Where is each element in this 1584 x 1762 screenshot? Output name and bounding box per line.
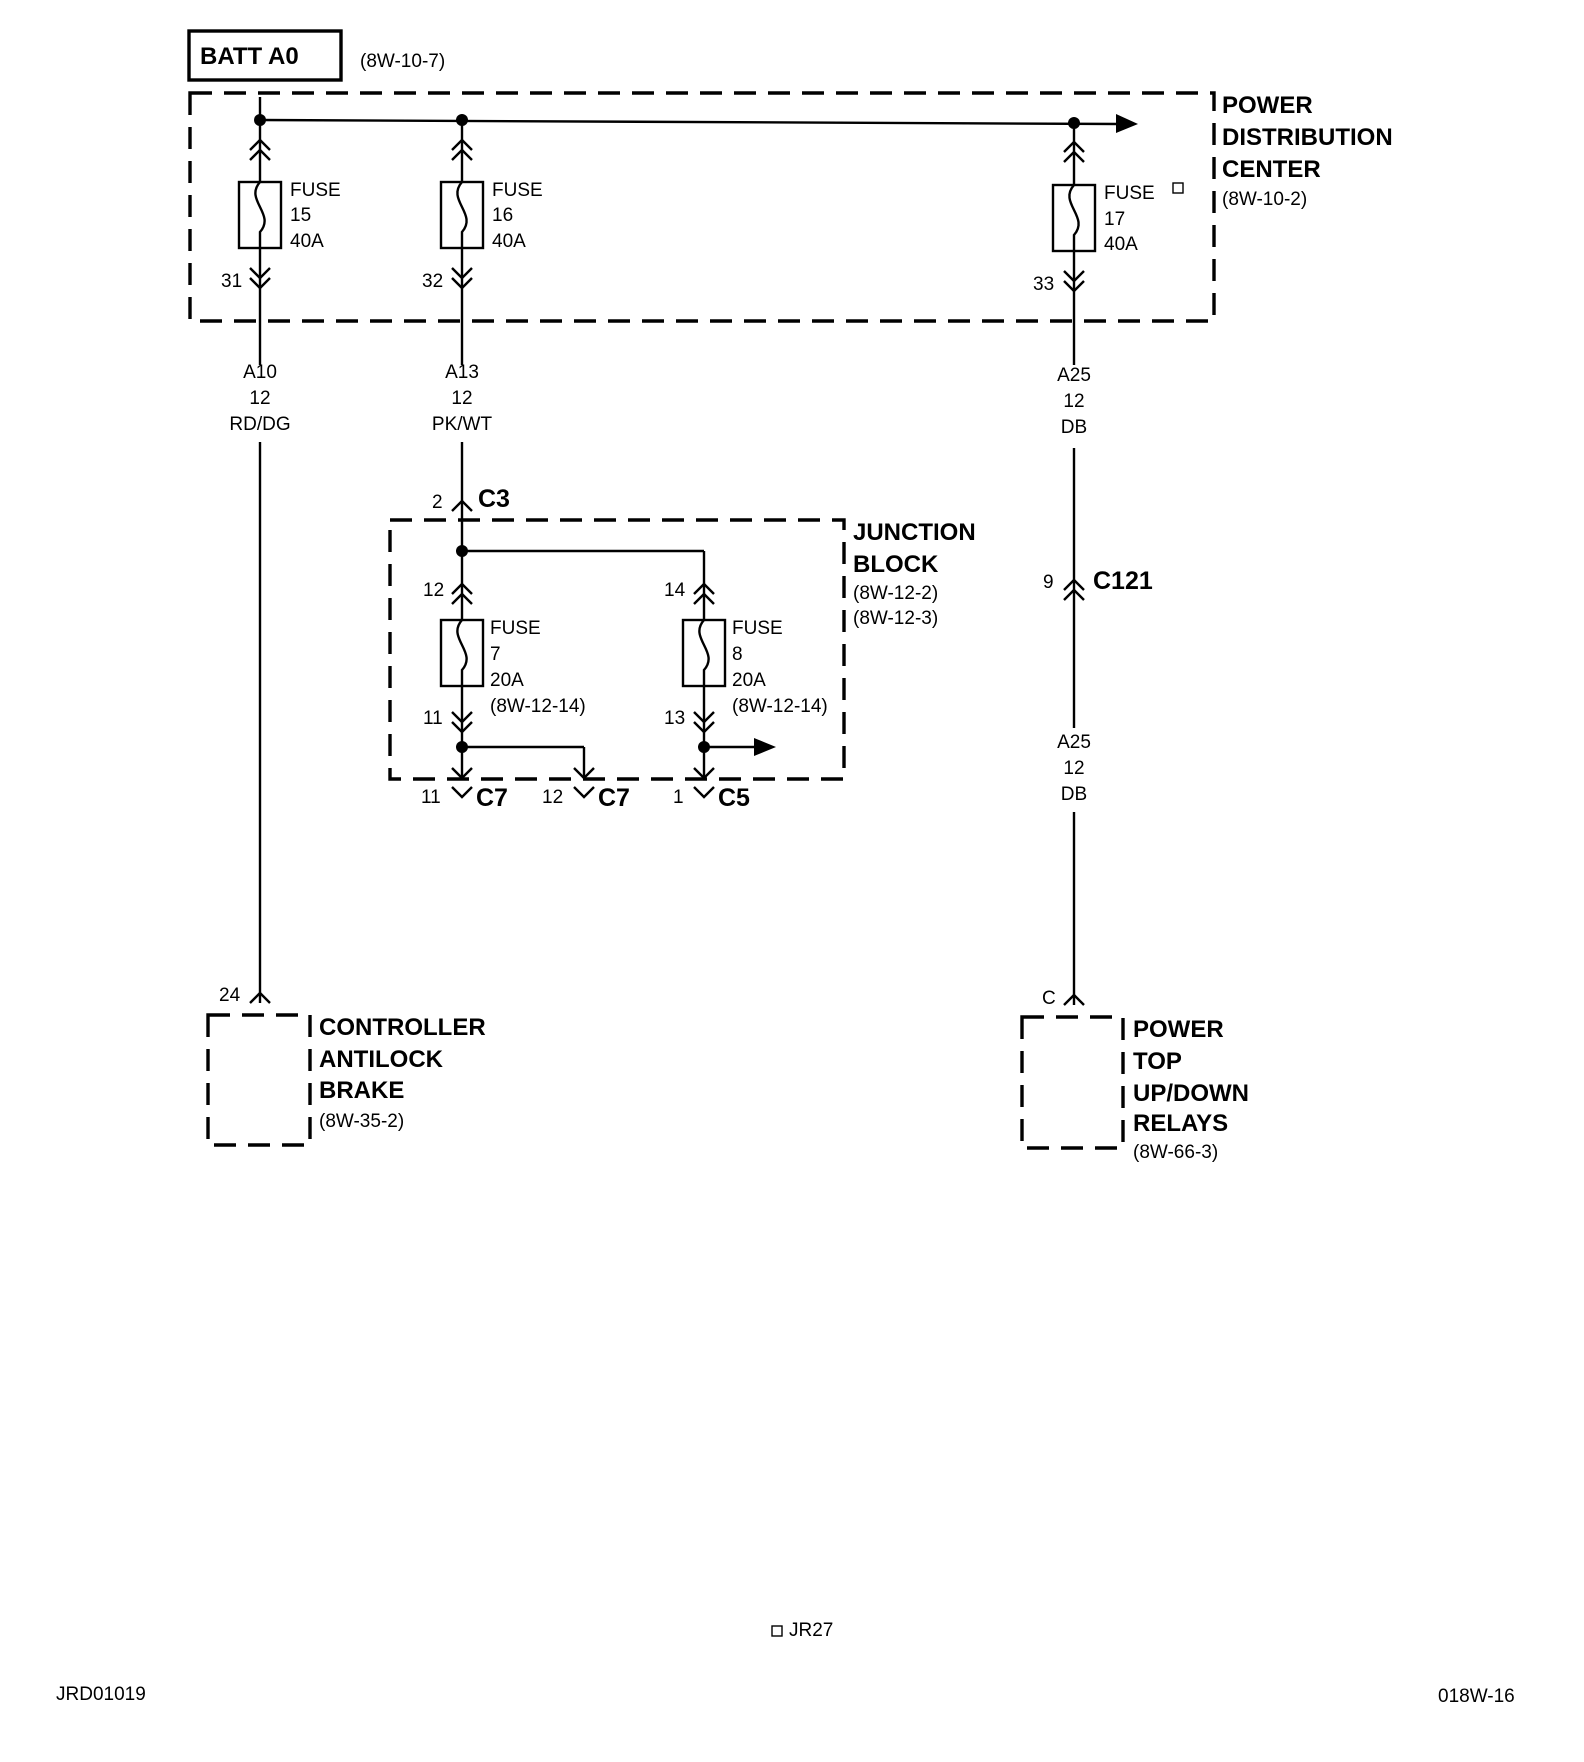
fuse-7-number: 7: [490, 644, 501, 665]
fuse-16: [439, 120, 485, 365]
fuse-7-rating: 20A: [490, 670, 524, 691]
fuse7-out-arrow: [451, 767, 473, 780]
wire-a25-upper-circuit: A25: [1057, 365, 1091, 386]
c3-name: C3: [478, 485, 510, 513]
wire-a10-gauge: 12: [249, 388, 270, 409]
c121-mark-1: [1063, 578, 1085, 591]
footer-note-square: [771, 1625, 783, 1637]
fuse-17: [1051, 123, 1097, 365]
fuse-16-rating: 40A: [492, 231, 526, 252]
junction-block-outline: [388, 518, 846, 781]
c7-pin12-mark: [573, 786, 595, 799]
fuse-7-word: FUSE: [490, 618, 541, 639]
fuse-7-pin-in: 12: [423, 580, 444, 601]
cab-outline: [206, 1013, 312, 1147]
pdc-outline: [188, 91, 1216, 323]
relays-outline: [1020, 1015, 1125, 1150]
c5-pin1-mark: [693, 786, 715, 799]
fuse-16-number: 16: [492, 205, 513, 226]
pdc-label-line3: CENTER: [1222, 156, 1321, 183]
fuse-15-rating: 40A: [290, 231, 324, 252]
fuse-16-word: FUSE: [492, 180, 543, 201]
footer-left-code: JRD01019: [56, 1684, 146, 1705]
wire-a25-upper-gauge: 12: [1063, 391, 1084, 412]
jb-out-3-name: C5: [718, 784, 750, 812]
fuse-15-word: FUSE: [290, 180, 341, 201]
jb-ref-2: (8W-12-3): [853, 608, 938, 629]
wire-a10-circuit: A10: [243, 362, 277, 383]
relays-label-line1: POWER: [1133, 1016, 1224, 1043]
battery-feed-label: BATT A0: [200, 43, 299, 70]
relays-ref: (8W-66-3): [1133, 1142, 1218, 1163]
fuse-8-pin-out: 13: [664, 708, 685, 729]
cab-connector-mark: [249, 991, 271, 1004]
jb-label-line1: JUNCTION: [853, 519, 976, 546]
bus-arrow: [1116, 114, 1138, 133]
relays-label-line2: TOP: [1133, 1048, 1182, 1075]
fuse-7: [439, 582, 485, 778]
cab-ref: (8W-35-2): [319, 1111, 404, 1132]
pdc-label-line2: DISTRIBUTION: [1222, 124, 1393, 151]
jb-label-line2: BLOCK: [853, 551, 939, 578]
c121-mark-2: [1063, 588, 1085, 601]
jb-out-1-name: C7: [476, 784, 508, 812]
jb-out-2-name: C7: [598, 784, 630, 812]
jb-splice-top: [456, 545, 468, 557]
wire-a13-gauge: 12: [451, 388, 472, 409]
c3-connector-mark: [451, 499, 473, 512]
cab-label-line2: ANTILOCK: [319, 1046, 444, 1073]
fuse-17-rating: 40A: [1104, 234, 1138, 255]
fuse8-branch-arrow: [754, 738, 776, 756]
c7-pin11-mark: [451, 786, 473, 799]
fuse-8: [681, 582, 727, 778]
fuse-16-pin: 32: [422, 271, 443, 292]
battery-feed-box: [187, 29, 343, 82]
fuse-8-pin-in: 14: [664, 580, 686, 601]
fuse-15-number: 15: [290, 205, 311, 226]
wire-a13-circuit: A13: [445, 362, 479, 383]
jb-out-2-pin: 12: [542, 787, 563, 808]
footer-center-code: JR27: [789, 1620, 833, 1641]
cab-pin: 24: [219, 985, 241, 1006]
wire-a25-upper-color: DB: [1061, 417, 1087, 438]
wire-a13-color: PK/WT: [432, 414, 493, 435]
fuse-8-rating: 20A: [732, 670, 766, 691]
relays-pin: C: [1042, 988, 1056, 1009]
relays-label-line4: RELAYS: [1133, 1110, 1228, 1137]
fuse-17-word: FUSE: [1104, 183, 1155, 204]
fuse-17-pin: 33: [1033, 274, 1054, 295]
c3-pin: 2: [432, 492, 443, 513]
jb-out-3-pin: 1: [673, 787, 684, 808]
jb-out-1-pin: 11: [421, 787, 441, 808]
fuse8-out-arrow: [693, 767, 715, 780]
footer-right-code: 018W-16: [1438, 1686, 1515, 1707]
wire-a10-color: RD/DG: [229, 414, 290, 435]
fuse7-branch-arrow: [573, 767, 595, 780]
battery-bus: [259, 118, 1121, 126]
wire-a25-lower-color: DB: [1061, 784, 1087, 805]
fuse-7-ref: (8W-12-14): [490, 696, 586, 717]
pdc-label-line1: POWER: [1222, 92, 1313, 119]
cab-label-line1: CONTROLLER: [319, 1014, 486, 1041]
pdc-note-square: [1172, 182, 1184, 194]
jb-ref-1: (8W-12-2): [853, 583, 938, 604]
cab-label-line3: BRAKE: [319, 1077, 404, 1104]
fuse-8-number: 8: [732, 644, 743, 665]
relays-connector-mark: [1063, 993, 1085, 1006]
fuse-8-word: FUSE: [732, 618, 783, 639]
wire-a25-lower-gauge: 12: [1063, 758, 1084, 779]
fuse-7-pin-out: 11: [423, 708, 443, 729]
relays-label-line3: UP/DOWN: [1133, 1080, 1249, 1107]
c121-name: C121: [1093, 567, 1153, 595]
fuse-17-number: 17: [1104, 209, 1125, 230]
wire-a25-lower-circuit: A25: [1057, 732, 1091, 753]
fuse-15: [237, 120, 283, 365]
c121-pin: 9: [1043, 572, 1054, 593]
fuse-8-ref: (8W-12-14): [732, 696, 828, 717]
fuse-15-pin: 31: [221, 271, 242, 292]
battery-feed-ref: (8W-10-7): [360, 51, 445, 72]
pdc-ref: (8W-10-2): [1222, 189, 1307, 210]
